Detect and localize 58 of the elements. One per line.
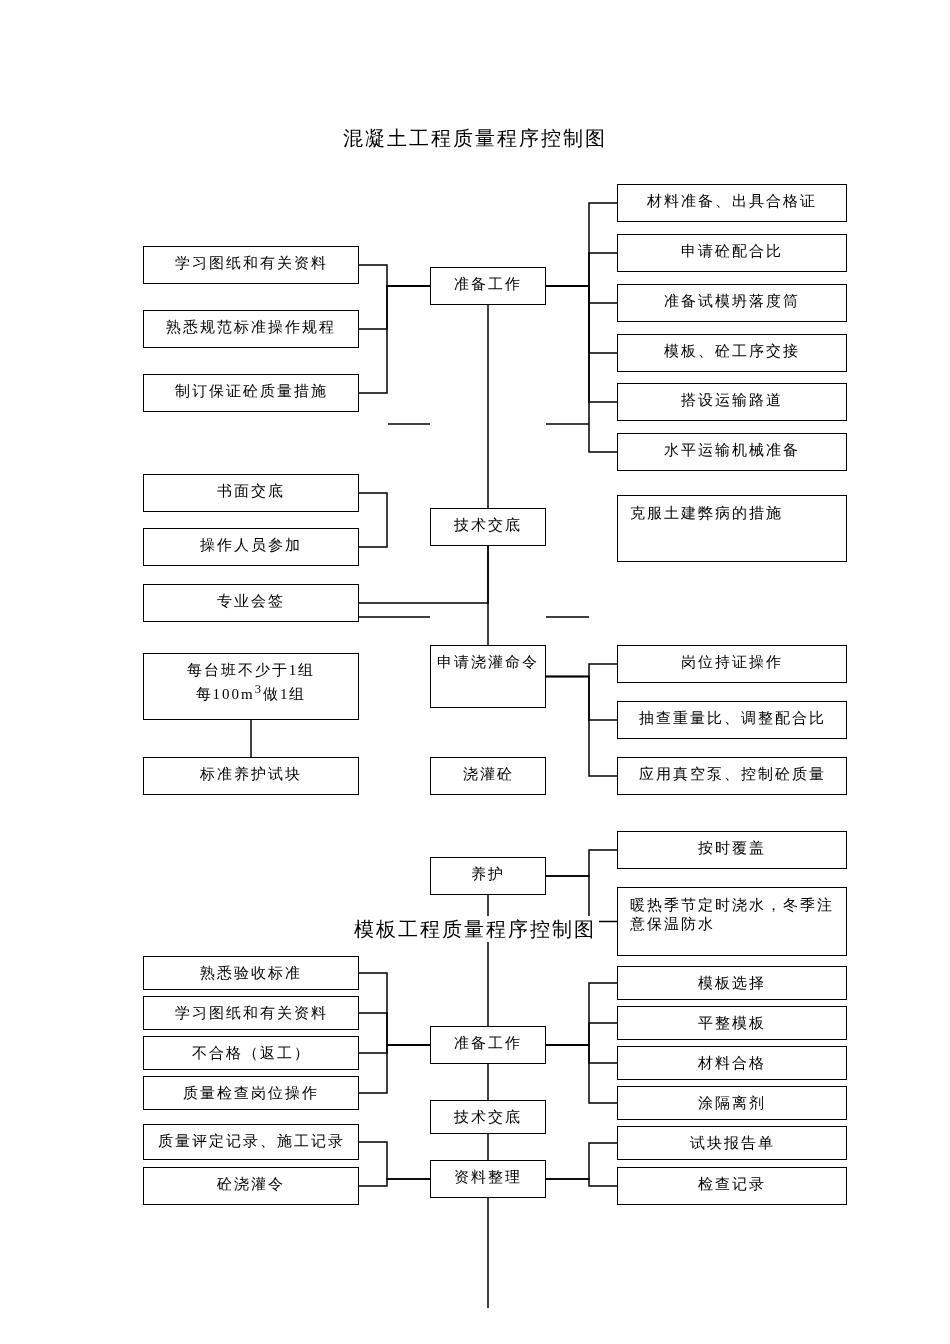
process-box: 熟悉规范标准操作规程	[143, 310, 359, 348]
connector-line	[545, 1178, 618, 1187]
process-box: 不合格（返工）	[143, 1036, 359, 1070]
process-box	[143, 653, 359, 720]
process-box: 应用真空泵、控制砼质量	[617, 757, 847, 795]
section-title: 模板工程质量程序控制图	[351, 916, 599, 942]
process-box: 准备工作	[430, 1026, 546, 1064]
connector-line	[545, 1044, 618, 1104]
process-box: 涂隔离剂	[617, 1086, 847, 1120]
process-box: 技术交底	[430, 508, 546, 546]
process-box: 操作人员参加	[143, 528, 359, 566]
connector-line	[487, 1133, 489, 1161]
connector-line	[545, 285, 618, 453]
process-box: 申请浇灌命令	[430, 645, 546, 708]
process-box: 申请砼配合比	[617, 234, 847, 272]
process-box: 材料合格	[617, 1046, 847, 1080]
process-box: 浇灌砼	[430, 757, 546, 795]
process-box: 砼浇灌令	[143, 1167, 359, 1205]
connector-line	[358, 285, 431, 394]
process-box: 材料准备、出具合格证	[617, 184, 847, 222]
connector-line	[358, 492, 388, 548]
process-box: 检查记录	[617, 1167, 847, 1205]
process-box: 搭设运输路道	[617, 383, 847, 421]
connector-line	[487, 1197, 489, 1309]
process-box: 模板、砼工序交接	[617, 334, 847, 372]
connector-line	[487, 545, 489, 646]
connector-line	[250, 719, 252, 758]
process-box: 制订保证砼质量措施	[143, 374, 359, 412]
process-box: 准备试模坍落度筒	[617, 284, 847, 322]
connector-line	[358, 1178, 431, 1187]
process-box: 专业会签	[143, 584, 359, 622]
connector-line	[487, 1063, 489, 1101]
connector-line	[358, 1044, 431, 1094]
process-box: 模板选择	[617, 966, 847, 1000]
process-box: 克服土建弊病的措施	[617, 495, 847, 562]
process-box: 资料整理	[430, 1160, 546, 1198]
process-box: 书面交底	[143, 474, 359, 512]
process-box: 岗位持证操作	[617, 645, 847, 683]
connector-line	[545, 875, 618, 923]
process-box: 试块报告单	[617, 1126, 847, 1160]
process-box: 抽查重量比、调整配合比	[617, 701, 847, 739]
process-box: 平整模板	[617, 1006, 847, 1040]
note-text: 每台班不少于1组	[185, 661, 317, 680]
process-box: 养护	[430, 857, 546, 895]
process-box: 质量评定记录、施工记录	[143, 1124, 359, 1160]
process-box: 技术交底	[430, 1100, 546, 1134]
process-box: 质量检查岗位操作	[143, 1076, 359, 1110]
note-text: 每100m$^{3}$做1组	[194, 681, 308, 704]
process-box: 暖热季节定时浇水，冬季注意保温防水	[617, 887, 847, 956]
process-box: 熟悉验收标准	[143, 956, 359, 990]
connector-line	[487, 304, 489, 509]
process-box: 准备工作	[430, 267, 546, 305]
connector-line	[545, 675, 618, 777]
process-box: 按时覆盖	[617, 831, 847, 869]
process-box: 水平运输机械准备	[617, 433, 847, 471]
process-box: 标准养护试块	[143, 757, 359, 795]
process-box: 学习图纸和有关资料	[143, 996, 359, 1030]
process-box: 学习图纸和有关资料	[143, 246, 359, 284]
